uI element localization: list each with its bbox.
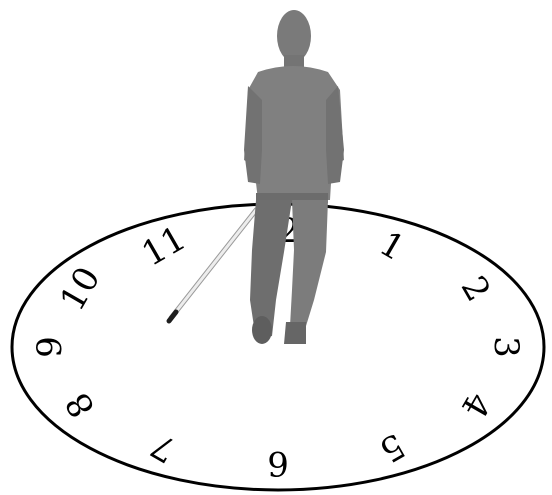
numeral-6: 6 bbox=[267, 443, 289, 483]
numeral-9: 9 bbox=[30, 336, 70, 358]
person-head bbox=[277, 10, 311, 62]
person-left-shoe bbox=[252, 316, 272, 344]
person-left-arm bbox=[244, 86, 262, 184]
person-right-shoe bbox=[284, 322, 306, 344]
person-right-arm bbox=[326, 86, 344, 184]
numeral-3: 3 bbox=[486, 336, 526, 358]
